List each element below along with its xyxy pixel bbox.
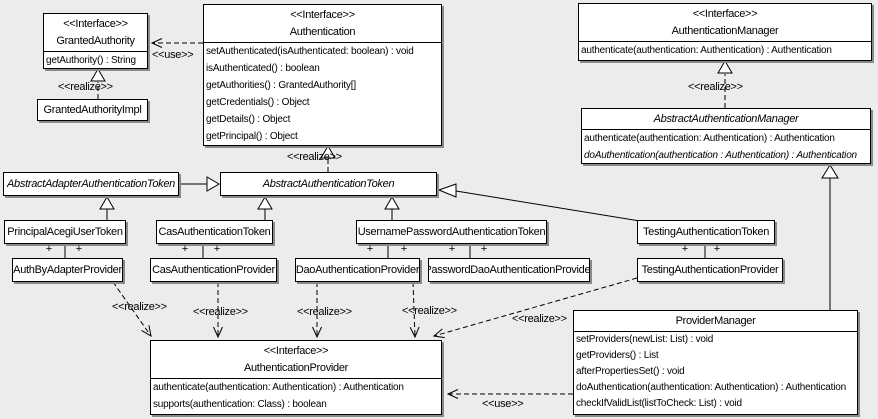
class-granted-authority[interactable]: <<Interface>> GrantedAuthority getAuthor… <box>43 13 148 69</box>
plus-label: + <box>448 243 456 255</box>
realize-triangle-authenticationmanager <box>717 60 733 74</box>
method-row: authenticate(authentication: Authenticat… <box>581 45 832 56</box>
method-row: getProviders() : List <box>576 350 659 361</box>
plus-label: + <box>713 243 721 255</box>
use-label: <<use>> <box>482 398 524 410</box>
class-name: AbstractAuthenticationManager <box>582 109 870 130</box>
realize-label: <<realize>> <box>112 301 167 313</box>
realize-label: <<realize>> <box>287 151 342 163</box>
class-name: AuthenticationManager <box>671 25 779 37</box>
realize-label: <<realize>> <box>297 306 352 318</box>
method-row: authenticate(authentication: Authenticat… <box>153 382 404 393</box>
methods-section: authenticate(authentication: Authenticat… <box>579 42 871 59</box>
method-row: isAuthenticated() : boolean <box>206 63 320 74</box>
class-name: AuthByAdapterProvider <box>13 264 122 276</box>
class-authentication[interactable]: <<Interface>> Authentication setAuthenti… <box>203 4 442 146</box>
class-password-dao-authentication-provider[interactable]: PasswordDaoAuthenticationProvider <box>428 258 590 282</box>
methods-section: authenticate(authentication: Authenticat… <box>151 379 441 413</box>
class-name: Authentication <box>289 26 356 38</box>
class-name: PasswordDaoAuthenticationProvider <box>428 264 590 276</box>
class-name: TestingAuthenticationToken <box>642 226 770 238</box>
method-row: authenticate(authentication: Authenticat… <box>584 133 835 144</box>
method-row: getAuthority() : String <box>46 55 136 66</box>
plus-label: + <box>366 243 374 255</box>
class-provider-manager[interactable]: ProviderManager setProviders(newList: Li… <box>573 310 858 415</box>
realize-triangle-grantedauthority <box>90 68 106 82</box>
class-authentication-provider[interactable]: <<Interface>> AuthenticationProvider aut… <box>150 340 442 415</box>
class-name: AuthenticationProvider <box>243 362 349 374</box>
use-label: <<use>> <box>152 49 194 61</box>
class-cas-authentication-provider[interactable]: CasAuthenticationProvider <box>150 258 277 282</box>
class-granted-authority-impl[interactable]: GrantedAuthorityImpl <box>37 99 148 121</box>
plus-label: + <box>400 243 408 255</box>
class-name: CasAuthenticationToken <box>158 226 271 238</box>
plus-label: + <box>45 243 53 255</box>
class-header: <<Interface>> Authentication <box>204 5 441 43</box>
class-cas-authentication-token[interactable]: CasAuthenticationToken <box>156 220 273 244</box>
method-row: doAuthentication(authentication: Authent… <box>576 382 846 393</box>
class-authentication-manager[interactable]: <<Interface>> AuthenticationManager auth… <box>578 3 872 61</box>
method-row: supports(authentication: Class) : boolea… <box>153 399 327 410</box>
method-row: afterPropertiesSet() : void <box>576 366 685 377</box>
class-name: CasAuthenticationProvider <box>152 264 275 276</box>
methods-section: setAuthenticated(isAuthenticated: boolea… <box>204 43 441 145</box>
class-name: ProviderManager <box>574 311 857 332</box>
class-header: <<Interface>> GrantedAuthority <box>44 14 147 52</box>
method-row: getPrincipal() : Object <box>206 131 298 142</box>
methods-section: getAuthority() : String <box>44 52 147 68</box>
plus-label: + <box>181 243 189 255</box>
class-name: PrincipalAcegiUserToken <box>7 226 123 238</box>
class-header: <<Interface>> AuthenticationManager <box>579 4 871 42</box>
realize-label: <<realize>> <box>193 306 248 318</box>
plus-label: + <box>213 243 221 255</box>
generalization-triangle-abstracttoken-cas <box>257 196 273 210</box>
method-row: setAuthenticated(isAuthenticated: boolea… <box>206 46 414 57</box>
generalization-triangle-abstracttoken-left <box>206 176 220 192</box>
realize-label: <<realize>> <box>512 313 567 325</box>
class-abstract-authentication-token[interactable]: AbstractAuthenticationToken <box>220 172 437 196</box>
class-dao-authentication-provider[interactable]: DaoAuthenticationProvider <box>295 258 420 282</box>
method-row: getCredentials() : Object <box>206 97 310 108</box>
method-row: setProviders(newList: List) : void <box>576 334 714 345</box>
stereotype-label: <<Interface>> <box>63 18 128 30</box>
stereotype-label: <<Interface>> <box>263 345 329 357</box>
plus-label: + <box>75 243 83 255</box>
stereotype-label: <<Interface>> <box>692 8 758 20</box>
methods-section: setProviders(newList: List) : void getPr… <box>574 332 857 412</box>
class-name: DaoAuthenticationProvider <box>295 264 420 276</box>
realize-label: <<realize>> <box>402 305 457 317</box>
class-auth-by-adapter-provider[interactable]: AuthByAdapterProvider <box>12 258 123 282</box>
method-row: doAuthentication(authentication : Authen… <box>584 150 857 161</box>
generalization-testing-token <box>455 190 641 222</box>
method-row: getAuthorities() : GrantedAuthority[] <box>206 80 356 91</box>
class-name: GrantedAuthorityImpl <box>43 104 142 116</box>
method-row: getDetails() : Object <box>206 114 291 125</box>
class-header: <<Interface>> AuthenticationProvider <box>151 341 441 379</box>
generalization-triangle-adaptertoken <box>99 196 115 210</box>
class-principal-acegi-user-token[interactable]: PrincipalAcegiUserToken <box>4 220 126 244</box>
stereotype-label: <<Interface>> <box>290 9 355 21</box>
class-name: AbstractAuthenticationToken <box>262 178 395 190</box>
class-name: AbstractAdapterAuthenticationToken <box>7 178 175 190</box>
generalization-triangle-abstractmanager <box>821 164 839 179</box>
generalization-triangle-abstracttoken-right <box>437 183 457 198</box>
plus-label: + <box>681 243 689 255</box>
class-name: TestingAuthenticationProvider <box>641 264 779 276</box>
class-name: GrantedAuthority <box>56 35 135 47</box>
plus-label: + <box>480 243 488 255</box>
method-row: checkIfValidList(listToCheck: List) : vo… <box>576 398 742 409</box>
class-abstract-authentication-manager[interactable]: AbstractAuthenticationManager authentica… <box>581 108 871 164</box>
class-abstract-adapter-authentication-token[interactable]: AbstractAdapterAuthenticationToken <box>3 172 179 196</box>
generalization-triangle-abstracttoken-up <box>384 196 400 210</box>
class-name: UsernamePasswordAuthenticationToken <box>357 226 546 238</box>
class-testing-authentication-token[interactable]: TestingAuthenticationToken <box>637 220 775 244</box>
methods-section: authenticate(authentication: Authenticat… <box>582 130 870 163</box>
class-username-password-authentication-token[interactable]: UsernamePasswordAuthenticationToken <box>356 220 547 244</box>
realize-label: <<realize>> <box>58 81 113 93</box>
realize-label: <<realize>> <box>688 81 743 93</box>
class-testing-authentication-provider[interactable]: TestingAuthenticationProvider <box>637 258 783 282</box>
